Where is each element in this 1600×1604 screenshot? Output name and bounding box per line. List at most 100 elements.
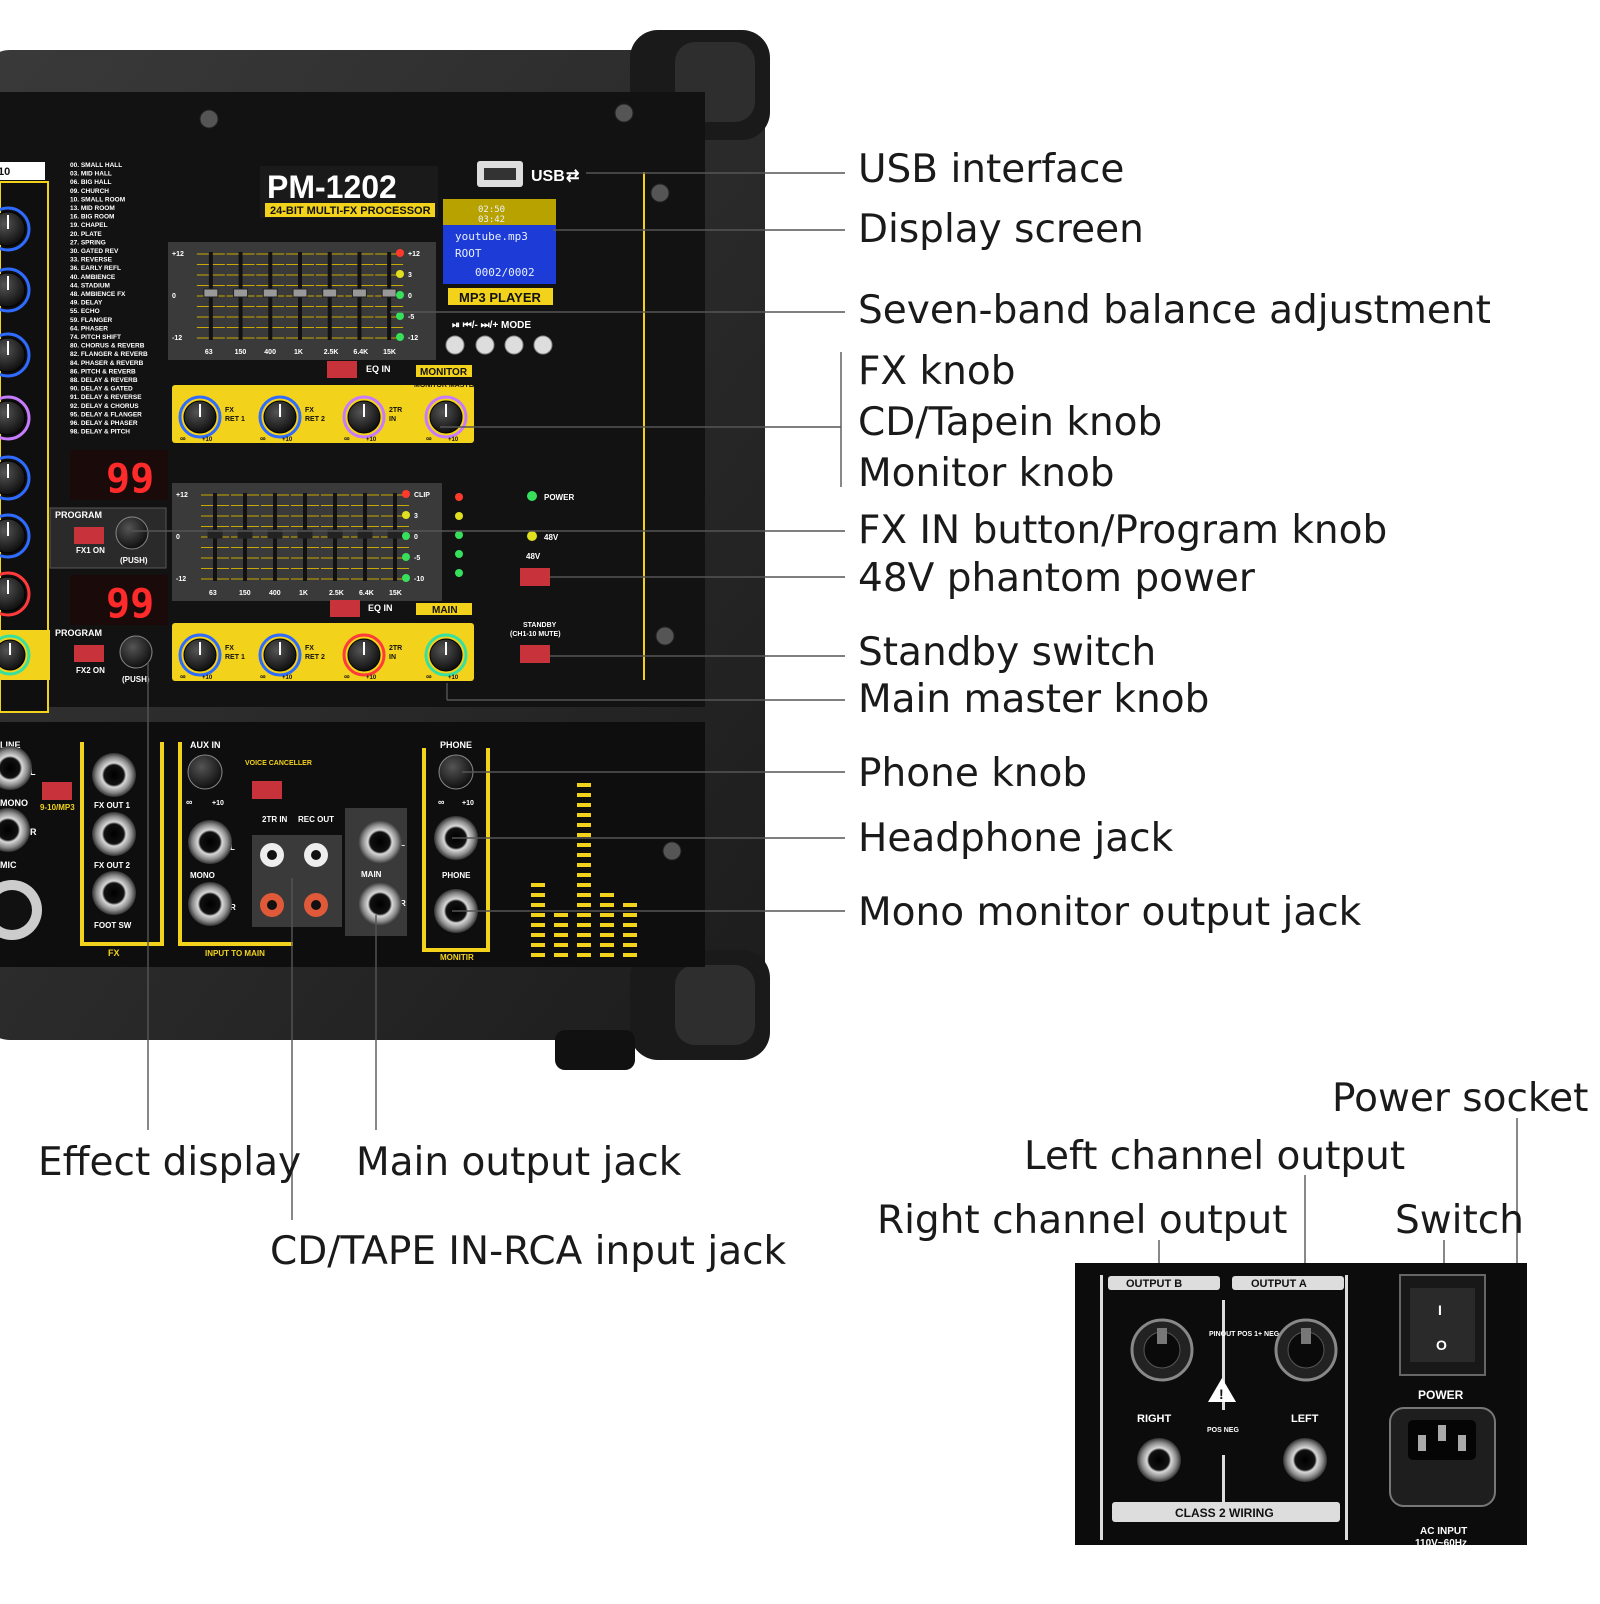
vu-segment	[531, 923, 545, 927]
svg-text:(PUSH): (PUSH)	[120, 556, 148, 565]
vu-segment	[600, 913, 614, 917]
svg-text:POWER: POWER	[1418, 1388, 1464, 1402]
rotary-knob[interactable]	[0, 400, 26, 436]
eq-freq-label: 15K	[389, 590, 402, 597]
rotary-knob[interactable]	[0, 460, 26, 496]
eq-in-button-main[interactable]: EQ IN	[330, 600, 393, 617]
mp3-control-button[interactable]	[533, 335, 553, 355]
eq-fader[interactable]	[207, 529, 223, 539]
quarter-inch-jack[interactable]	[92, 871, 136, 915]
svg-text:I: I	[1438, 1302, 1442, 1318]
effect-item: 09. CHURCH	[70, 188, 109, 195]
quarter-inch-jack[interactable]	[188, 882, 232, 926]
knob-min-label: ∞	[426, 672, 432, 681]
knob-label: IN	[389, 654, 396, 661]
left-output-jack[interactable]	[1283, 1438, 1327, 1482]
svg-text:L: L	[230, 843, 235, 852]
callout-monitor-knob: Monitor knob	[858, 451, 1115, 496]
vu-segment	[577, 823, 591, 827]
eq-fader[interactable]	[351, 288, 367, 298]
callout-rca-input: CD/TAPE IN-RCA input jack	[270, 1229, 787, 1274]
right-output-jack[interactable]	[1137, 1438, 1181, 1482]
knob-label: 2TR	[389, 407, 402, 414]
lcd-display: 02:50 03:42 youtube.mp3 ROOT 0002/0002 M…	[443, 199, 556, 355]
program-knob-1[interactable]	[115, 516, 149, 550]
vu-segment	[531, 893, 545, 897]
meter-led	[402, 511, 410, 519]
effect-item: 06. BIG HALL	[70, 179, 112, 186]
svg-text:FX OUT 2: FX OUT 2	[94, 861, 131, 870]
effect-item: 98. DELAY & PITCH	[70, 429, 130, 436]
lcd-count: 0002/0002	[475, 266, 535, 279]
eq-fader[interactable]	[262, 288, 278, 298]
eq-fader[interactable]	[357, 529, 373, 539]
fx2-on-button[interactable]	[74, 645, 104, 662]
knob-max-label: +10	[448, 675, 459, 681]
mp3-control-button[interactable]	[504, 335, 524, 355]
effect-item: 48. AMBIENCE FX	[70, 291, 126, 298]
eq-fader[interactable]	[237, 529, 253, 539]
lcd-time: 02:50	[478, 205, 505, 215]
quarter-inch-jack[interactable]	[92, 812, 136, 856]
meter-led	[396, 270, 404, 278]
rotary-knob[interactable]	[0, 211, 26, 247]
knob-label: RET 2	[305, 654, 325, 661]
program-knob-2[interactable]	[119, 635, 153, 669]
svg-text:99: 99	[106, 456, 154, 502]
effect-item: 00. SMALL HALL	[70, 162, 122, 169]
eq-fader[interactable]	[233, 288, 249, 298]
eq-fader[interactable]	[322, 288, 338, 298]
callout-main-master-knob: Main master knob	[858, 677, 1210, 722]
rotary-knob[interactable]	[0, 518, 26, 554]
standby-button[interactable]	[520, 645, 550, 663]
effect-item: 27. SPRING	[70, 239, 106, 246]
callout-usb-interface: USB interface	[858, 147, 1125, 192]
effect-item: 84. PHASER & REVERB	[70, 360, 144, 367]
rotary-knob[interactable]	[0, 576, 26, 612]
eq-fader[interactable]	[381, 288, 397, 298]
eq-fader[interactable]	[297, 529, 313, 539]
eq-fader[interactable]	[387, 529, 403, 539]
power-indicator: POWER	[527, 491, 574, 502]
fx1-on-button[interactable]	[74, 527, 104, 544]
vu-segment	[600, 943, 614, 947]
knob-min-label: ∞	[180, 434, 186, 443]
mp3-control-button[interactable]	[475, 335, 495, 355]
rotary-knob[interactable]	[0, 639, 26, 671]
phantom-48v-button[interactable]	[520, 568, 550, 586]
vu-segment	[577, 953, 591, 957]
svg-text:R: R	[30, 827, 37, 837]
quarter-inch-jack[interactable]	[0, 808, 30, 852]
usb-port[interactable]: USB ⇄	[477, 161, 579, 187]
eq-fader[interactable]	[267, 529, 283, 539]
svg-text:AUX IN: AUX IN	[190, 740, 221, 750]
quarter-inch-jack[interactable]	[188, 820, 232, 864]
mp3-control-button[interactable]	[445, 335, 465, 355]
usb-icon: ⇄	[566, 168, 579, 185]
voice-canceller-button[interactable]	[252, 781, 282, 799]
rotary-knob[interactable]	[0, 337, 26, 373]
vu-segment	[577, 843, 591, 847]
aux-in-knob[interactable]	[187, 754, 223, 790]
quarter-inch-jack[interactable]	[92, 753, 136, 797]
rotary-knob[interactable]	[0, 272, 26, 308]
meter-led	[402, 490, 410, 498]
quarter-inch-jack[interactable]	[0, 746, 32, 790]
mp3-buttons	[445, 335, 553, 355]
callout-effect-display: Effect display	[38, 1140, 302, 1185]
svg-text:10: 10	[0, 166, 10, 178]
mp3-select-button[interactable]	[42, 782, 72, 800]
eq-fader[interactable]	[327, 529, 343, 539]
meter-label: -12	[408, 335, 418, 342]
eq-fader[interactable]	[292, 288, 308, 298]
quarter-inch-jack[interactable]	[358, 820, 402, 864]
quarter-inch-jack[interactable]	[358, 882, 402, 926]
knob-min-label: ∞	[180, 672, 186, 681]
meter-led	[402, 574, 410, 582]
effect-item: 03. MID HALL	[70, 171, 112, 178]
eq-in-button-monitor[interactable]: EQ IN	[327, 361, 391, 378]
eq-fader[interactable]	[203, 288, 219, 298]
eq-freq-label: 1K	[299, 590, 308, 597]
vu-segment	[577, 913, 591, 917]
